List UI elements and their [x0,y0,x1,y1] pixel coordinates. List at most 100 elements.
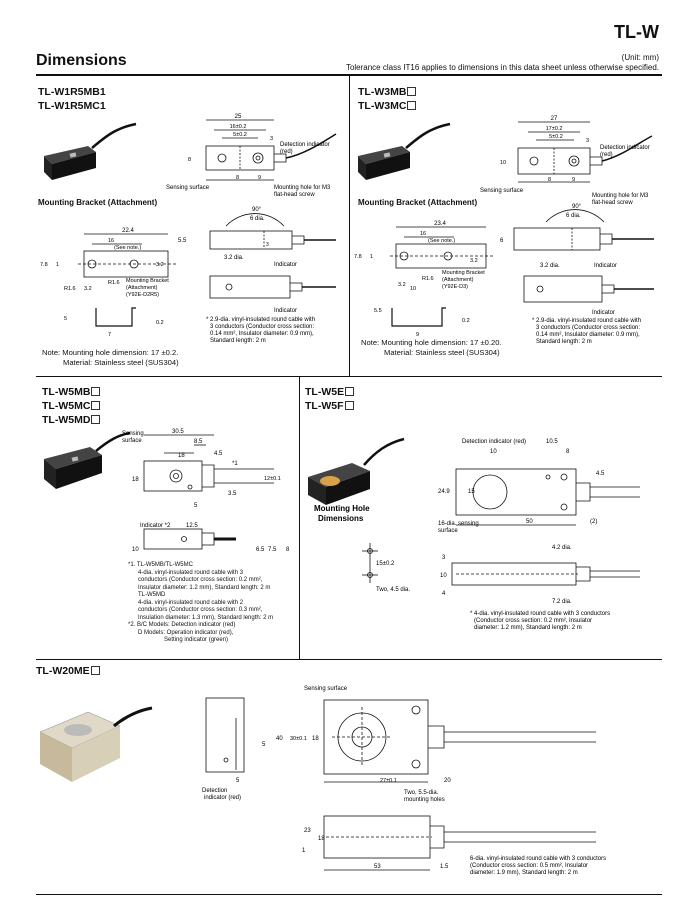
model-box-icon [90,666,100,675]
w5-fn-6: 4-dia. vinyl-insulated round cable with … [138,599,244,606]
w5-fn-9: *2. B/C Models: Detection indicator (red… [128,622,236,628]
w1r5-dim-8b: 8 [236,175,239,181]
w5-d-18: 18 [178,453,185,459]
w1r5-drawing: 25 16±0.2 5±0.2 3 8 8 9 Detection indica… [40,114,337,344]
w5e-product-image [308,437,405,505]
w1r5-s-3: 3 [266,242,269,248]
w20-detect-2: indicator (red) [204,795,241,801]
w1r5-bracket-side [95,307,136,327]
model-box-icon [407,101,417,110]
w3-note-2: Material: Stainless steel (SUS304) [384,348,500,357]
w1r5-b-7: 7 [108,332,111,338]
w20-holes-2: mounting holes [404,797,445,803]
w1r5-bracket-front [78,233,176,278]
w5e-side-3: 3 [442,555,446,561]
w20-cable-note: 6-dia. vinyl-insulated round cable with … [470,856,606,862]
w1r5-indicator-2: Indicator [274,308,297,314]
w20-title-text: TL-W20ME [36,665,90,677]
w3-b-r1-6: R1.6 [422,276,434,282]
w1r5-detect-2: (red) [280,149,293,155]
w5-drawing: Sensing surface 30.5 8.5 18 4.5 *1 18 12… [44,429,290,553]
w20-d-5: 5 [262,742,266,748]
w20-drawing: 5 5 Detection indicator (red) Sensing su… [39,686,606,876]
w5e-d-16dia: 16-dia. sensing [438,521,479,527]
w3-b-1: 1 [370,254,373,260]
w20-d-30: 30±0.1 [290,736,307,742]
w5-title-2: TL-W5MC [42,400,101,412]
w5e-cable-note-3: diameter: 1.2 mm), Standard length: 2 m [474,625,582,631]
w5e-cable-note: * 4-dia. vinyl-insulated round cable wit… [470,611,610,617]
w5e-title-1-text: TL-W5E [305,386,345,398]
w5e-mh-2: Dimensions [318,514,364,523]
w1r5-top-view [205,119,337,181]
w1r5-b-3-2b: 3.2 [84,286,92,292]
w3-title-1: TL-W3MB [358,86,417,98]
w3-s-6: 6 [500,238,504,244]
w3-product-image [358,122,451,180]
w5-fn-11: Setting indicator (green) [164,637,229,643]
w5-title-3-text: TL-W5MD [42,414,91,426]
w3-b-10: 10 [410,286,416,292]
w3-title-2-text: TL-W3MC [358,100,407,112]
w1r5-b-r1-6a: R1.6 [64,286,76,292]
w1r5-dim-5: 5±0.2 [233,132,247,138]
w1r5-product-image [44,122,137,180]
w20-cable-note-2: (Conductor cross section: 0.5 mm², Insul… [470,863,588,869]
w1r5-b-r1-6b: R1.6 [108,280,120,286]
w1r5-mount-hole-2: flat-head screw [274,192,315,198]
w3-dim-5: 5±0.2 [549,134,563,140]
divider-top [349,76,350,376]
w3-bracket-lbl-2: (Attachment) [442,277,474,283]
w1r5-side-view [209,213,336,299]
w1r5-bracket-heading: Mounting Bracket (Attachment) [38,198,158,207]
w1r5-s-3-2: 3.2 dia. [224,255,244,261]
w20-d-1-5: 1.5 [440,864,449,870]
w3-title-2: TL-W3MC [358,100,417,112]
w5e-d-16dia-2: surface [438,528,458,534]
w1r5-dim-16: 16±0.2 [230,124,247,130]
w20-top-view [323,699,596,871]
w3-bracket-front [390,226,494,269]
w1r5-b-16: 16 [108,238,114,244]
w3-b-3-2b: 3.2 [398,282,406,288]
w5e-mh-holes: Two, 4.5 dia. [376,587,410,593]
w5-d-star1: *1 [232,461,238,467]
w5e-cable-note-2: (Conductor cross section: 0.2 mm², Insul… [474,618,592,624]
section-title: Dimensions [36,52,127,69]
w5e-mount-holes [362,543,378,583]
w3-b-16: 16 [420,231,426,237]
w3-mount-hole-2: flat-head screw [592,200,633,206]
w1r5-bracket-lbl-2: (Attachment) [126,285,158,291]
w3-b-3-2: 3.2 [470,258,478,264]
w3-indicator: Indicator [594,263,617,269]
w3-drawing: 27 17±0.2 5±0.2 3 10 8 9 Detection indic… [354,116,654,345]
w5-d-10: 10 [132,547,139,553]
w5e-d-10-5: 10.5 [546,439,558,445]
w3-b-7-8: 7.8 [354,254,362,260]
w1r5-b-22-4: 22.4 [122,228,134,234]
w1r5-indicator: Indicator [274,262,297,268]
w1r5-cable-note-2: 3 conductors (Conductor cross section: [210,324,314,330]
w3-detect: Detection indicator [600,145,650,151]
w5e-d-4-5: 4.5 [596,471,605,477]
w3-bracket-side [391,307,446,327]
w1r5-cable-note: * 2.9-dia. vinyl-insulated round cable w… [206,317,315,323]
w5e-title-1: TL-W5E [305,386,355,398]
w20-d-5b: 5 [236,778,240,784]
w20-d-27: 27±0.1 [380,778,397,784]
w1r5-title-1: TL-W1R5MB1 [38,86,106,98]
w5-top-view [143,434,274,550]
w1r5-note-1: Note: Mounting hole dimension: 17 ±0.2. [42,348,179,357]
w5e-d-15: 15 [468,489,475,495]
w5-d-8: 8 [286,547,290,553]
w20-d-18: 18 [312,736,319,742]
w1r5-s-90: 90° [252,207,262,213]
w3-detect-2: (red) [600,152,613,158]
w3-bracket-lbl: Mounting Bracket [442,270,485,276]
w3-see-note: (See note.) [428,238,455,244]
w3-cable-note-2: 3 conductors (Conductor cross section: [536,325,640,331]
w5e-mh-15: 15±0.2 [376,561,395,567]
w5-fn-2: 4-dia. vinyl-insulated round cable with … [138,569,244,576]
w20-d-53: 53 [374,864,381,870]
w5-fn-3: conductors (Conductor cross section: 0.2… [138,577,263,583]
